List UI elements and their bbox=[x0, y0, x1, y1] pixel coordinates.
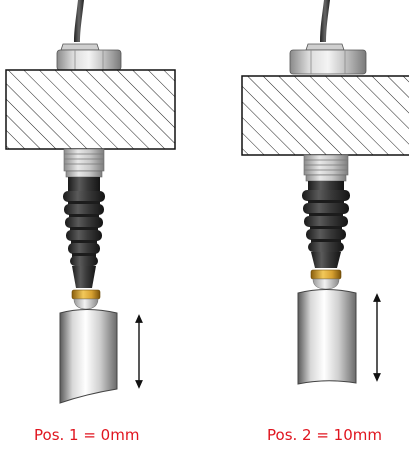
bellows-left bbox=[63, 177, 105, 288]
thread-left bbox=[63, 148, 105, 178]
sensor-assembly-position-1 bbox=[5, 0, 176, 404]
target-cylinder-left bbox=[59, 309, 118, 404]
probe-tip-left bbox=[71, 289, 101, 310]
hex-nut-right bbox=[289, 43, 367, 75]
probe-tip-right bbox=[310, 269, 342, 290]
hex-nut-left bbox=[56, 43, 122, 71]
mounting-block-left bbox=[5, 69, 176, 150]
cable-left bbox=[74, 0, 84, 42]
bellows-right bbox=[302, 181, 350, 268]
thread-right bbox=[303, 154, 349, 182]
target-cylinder-right bbox=[297, 289, 357, 385]
position-1-caption: Pos. 1 = 0mm bbox=[34, 426, 140, 444]
cable-right bbox=[320, 0, 330, 42]
sensor-assembly-position-2 bbox=[241, 0, 409, 385]
mounting-block-right bbox=[241, 75, 409, 156]
position-2-caption: Pos. 2 = 10mm bbox=[267, 426, 382, 444]
